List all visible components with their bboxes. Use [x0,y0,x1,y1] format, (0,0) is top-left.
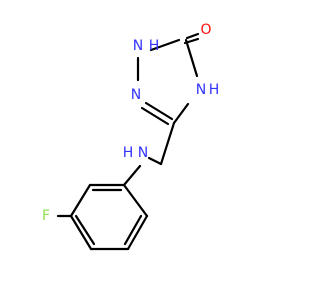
atom-label-n1: N [133,38,143,54]
bond-ring-5 [126,214,149,251]
bond-ring-2 [69,183,92,218]
bond-ring-6 [122,183,149,218]
atom-label-n4: N [196,82,206,98]
atom-label-f: F [42,208,50,224]
bond-ring-3 [69,214,93,251]
bond-n1-c5 [149,38,181,52]
bond-c5-o-a [185,32,200,40]
bond-c3-n4 [172,102,190,125]
molecule-structure-diagram: N H N O N H N H F [42,22,219,251]
bond-n2-c3-b [140,106,170,126]
atom-label-nh-n: N [138,145,148,161]
atom-label-h4: H [209,82,220,98]
atom-label-nh-h: H [123,145,134,161]
bond-c5-n4 [184,38,199,78]
bond-ring-3-inner [74,214,96,246]
bond-ch2-nh [147,156,163,166]
atom-label-o: O [200,22,211,38]
atom-labels: N H N O N H N H F [42,22,219,224]
atom-label-n2: N [131,87,141,103]
bond-c3-ch2 [159,121,176,166]
bond-ring-5-inner [123,214,143,246]
atom-label-h1: H [149,38,160,54]
bond-n2-c3-a [144,101,174,121]
bond-nh-cipso [122,164,142,187]
bonds [56,32,200,251]
